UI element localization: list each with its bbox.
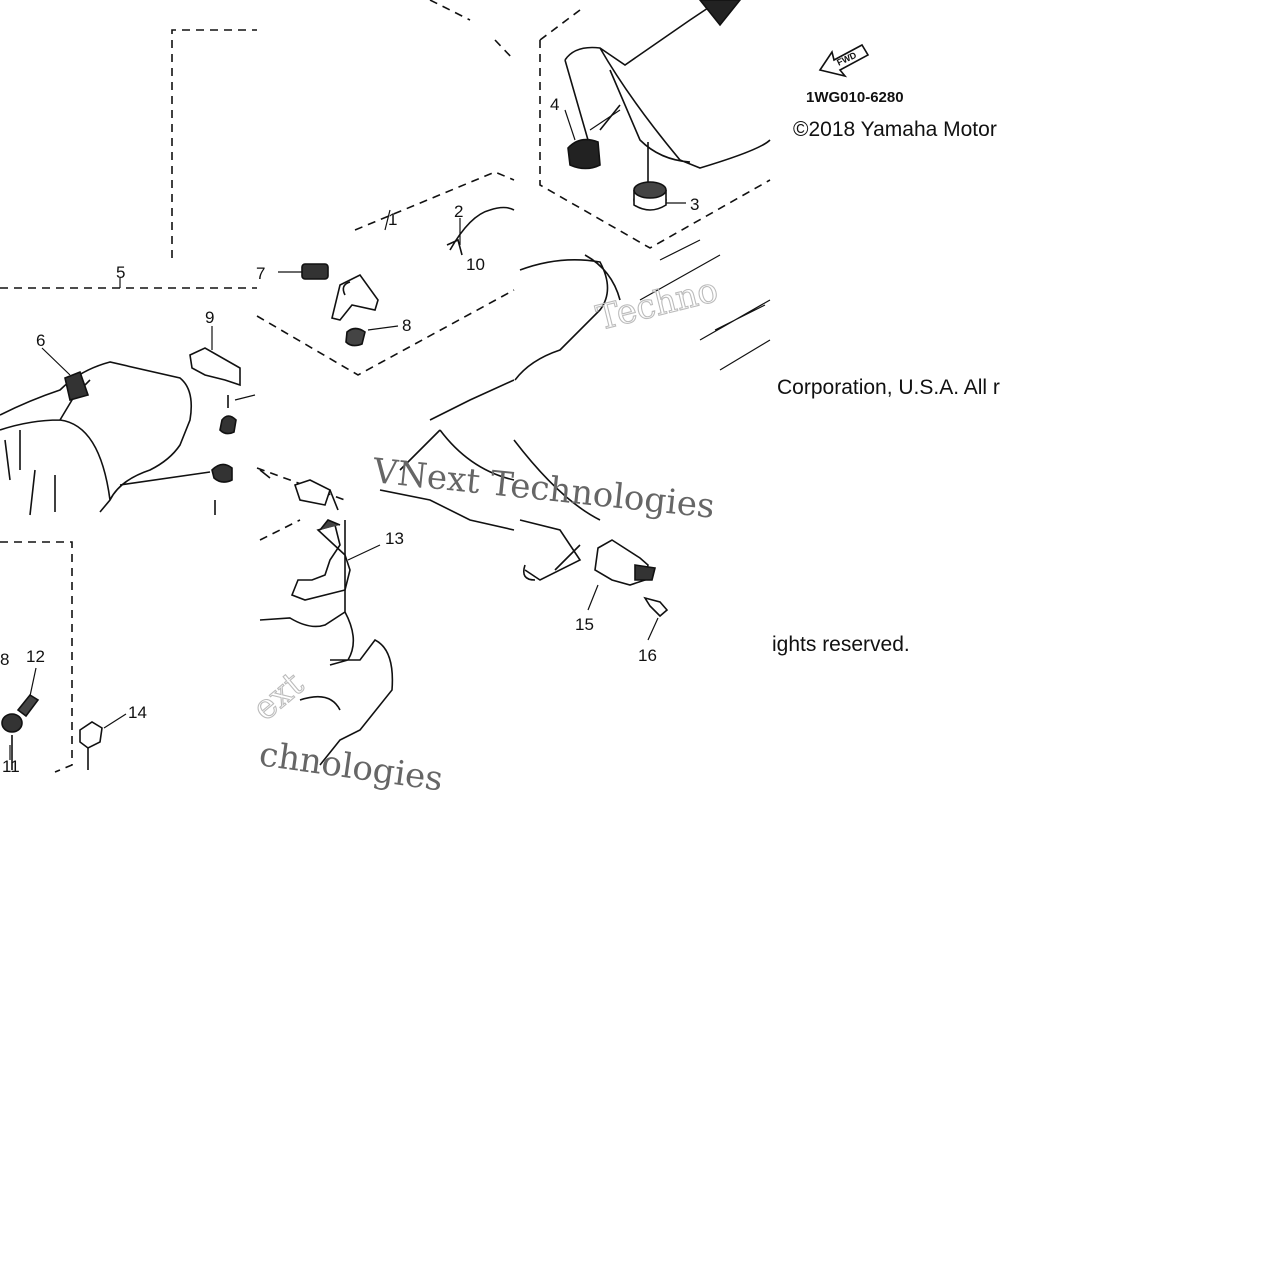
callout-14: 14 bbox=[128, 703, 147, 722]
grommet-part bbox=[211, 463, 233, 483]
assembly-box-bracket bbox=[256, 171, 515, 376]
nut-part-8-upper bbox=[345, 327, 366, 347]
callout-8-lower: 8 bbox=[0, 650, 9, 669]
callout-12: 12 bbox=[26, 647, 45, 666]
frame-hatching bbox=[639, 239, 771, 371]
screw-part-12 bbox=[16, 693, 40, 718]
callout-3: 3 bbox=[690, 195, 699, 214]
callout-4: 4 bbox=[550, 95, 559, 114]
lower-frame bbox=[259, 520, 394, 766]
diagram-tile-top-right bbox=[514, 0, 771, 257]
leader-lines bbox=[9, 109, 686, 760]
callout-16: 16 bbox=[638, 646, 657, 665]
screw-part-16 bbox=[643, 596, 669, 618]
seat-outline bbox=[564, 0, 771, 169]
hook-part-10 bbox=[446, 238, 463, 256]
callout-9: 9 bbox=[205, 308, 214, 327]
copyright-line-3: ights reserved. bbox=[772, 633, 910, 656]
spring-part-2 bbox=[449, 206, 515, 251]
frame-rail bbox=[514, 254, 621, 381]
bracket-part-9 bbox=[189, 347, 241, 387]
seat-strap bbox=[599, 104, 649, 185]
assembly-box-seat bbox=[539, 9, 771, 249]
bracket-lower-right bbox=[522, 544, 581, 581]
assembly-box-top-left bbox=[171, 29, 257, 258]
assembly-box-top-middle bbox=[429, 0, 515, 61]
frame-body bbox=[379, 379, 601, 581]
callout-15: 15 bbox=[575, 615, 594, 634]
cushion-part-4 bbox=[567, 138, 601, 170]
assembly-box-lower-left bbox=[0, 541, 73, 773]
callout-2: 2 bbox=[454, 202, 463, 221]
watermark-fragment-d: chnologies bbox=[257, 734, 446, 799]
cushion-part-3 bbox=[633, 181, 667, 211]
callout-1: 1 bbox=[388, 210, 397, 229]
copyright-line-2: Corporation, U.S.A. All r bbox=[777, 376, 1000, 399]
callout-6: 6 bbox=[36, 331, 45, 350]
pin-part-7 bbox=[301, 263, 329, 280]
nut-part-11 bbox=[1, 713, 23, 733]
tail-cover-part-5 bbox=[0, 361, 193, 513]
watermark-fragment-c: ext bbox=[245, 664, 312, 729]
forward-arrow-icon bbox=[818, 43, 870, 78]
seat-tail bbox=[698, 0, 742, 27]
callout-13: 13 bbox=[385, 529, 404, 548]
callout-11: 11 bbox=[2, 757, 20, 776]
emblem-part-6 bbox=[64, 370, 90, 401]
callout-8-upper: 8 bbox=[402, 316, 411, 335]
watermark-fragment-b: VNext Technologies bbox=[370, 451, 716, 527]
bracket-part-1 bbox=[331, 273, 379, 321]
callout-5: 5 bbox=[116, 263, 125, 282]
bolt-part-14 bbox=[79, 721, 103, 770]
reference-code: 1WG010-6280 bbox=[806, 89, 904, 106]
callout-7: 7 bbox=[256, 264, 265, 283]
callout-10: 10 bbox=[466, 255, 485, 274]
diagram-tile-top-left bbox=[0, 0, 257, 257]
diagram-tile-top-middle bbox=[257, 0, 514, 257]
switch-part-13 bbox=[290, 523, 351, 601]
copyright-line-1: ©2018 Yamaha Motor bbox=[793, 118, 997, 141]
